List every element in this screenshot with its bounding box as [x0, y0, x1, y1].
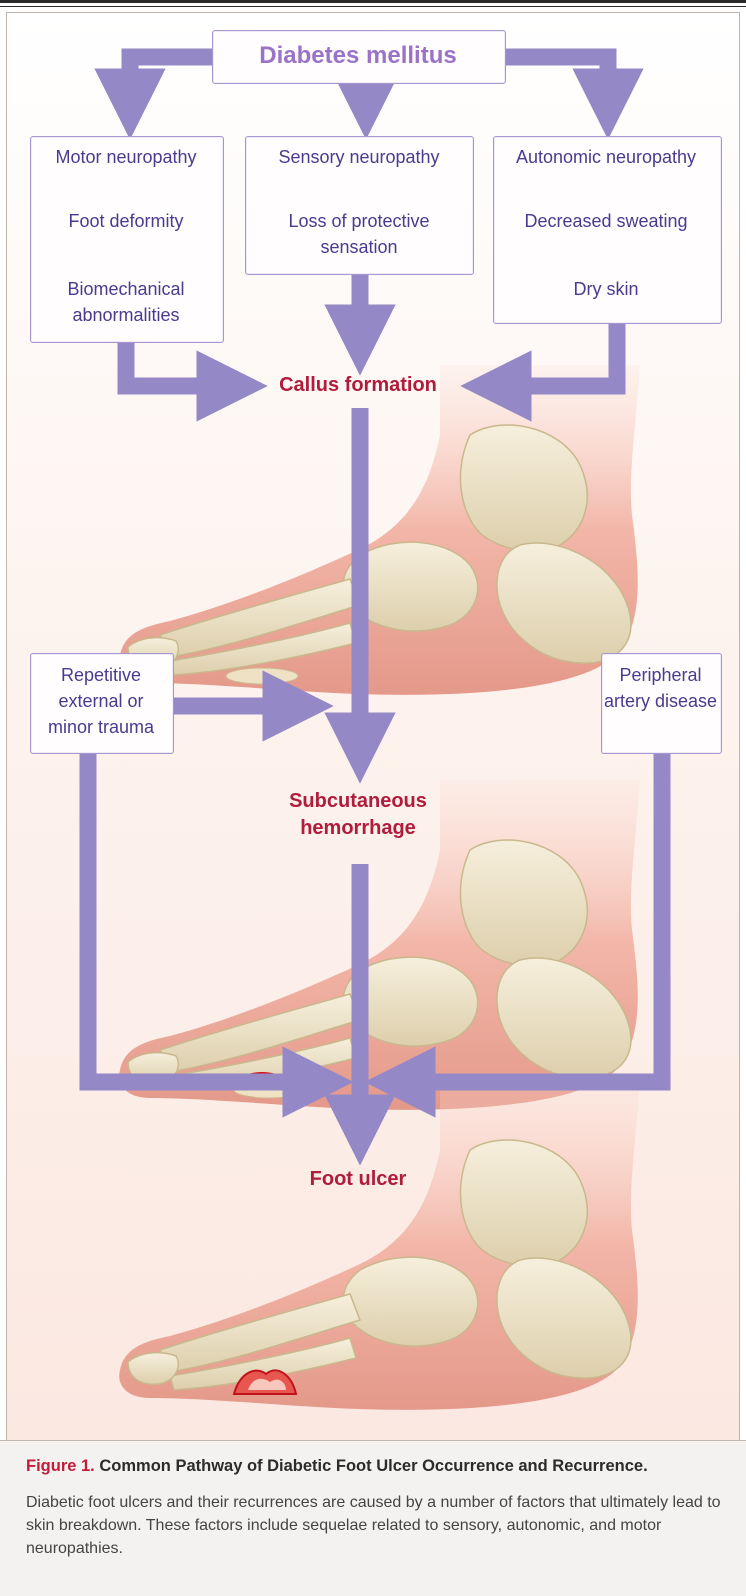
caption-body: Diabetic foot ulcers and their recurrenc…	[26, 1491, 726, 1560]
sensory-step-loss-of-sensation: Loss of protective sensation	[259, 208, 459, 260]
motor-step-biomechanical: Biomechanical abnormalities	[26, 276, 226, 328]
figure-label: Figure 1.	[26, 1457, 95, 1475]
figure-caption: Figure 1. Common Pathway of Diabetic Foo…	[0, 1440, 746, 1596]
sensory-neuropathy-title: Sensory neuropathy	[259, 144, 459, 170]
diabetes-title: Diabetes mellitus	[212, 42, 504, 70]
motor-step-foot-deformity: Foot deformity	[26, 208, 226, 234]
stage-callus-formation: Callus formation	[258, 372, 458, 399]
arrow-dm-autonomic	[506, 57, 608, 104]
foot-illustration-ulcer	[119, 1080, 640, 1410]
foot-illustration-callus	[119, 365, 640, 695]
autonomic-step-decreased-sweating: Decreased sweating	[506, 208, 706, 234]
stage-foot-ulcer: Foot ulcer	[278, 1166, 438, 1193]
caption-title-line: Figure 1. Common Pathway of Diabetic Foo…	[26, 1457, 648, 1476]
autonomic-step-dry-skin: Dry skin	[506, 276, 706, 302]
trauma-label: Repetitive external or minor trauma	[34, 662, 168, 740]
stage-subcutaneous-hemorrhage: Subcutaneous hemorrhage	[278, 788, 438, 842]
caption-title: Common Pathway of Diabetic Foot Ulcer Oc…	[99, 1457, 647, 1475]
motor-neuropathy-title: Motor neuropathy	[26, 144, 226, 170]
arrow-dm-motor	[130, 57, 213, 104]
pad-label: Peripheral artery disease	[603, 662, 718, 714]
arrow-motor-callus	[126, 342, 232, 386]
autonomic-neuropathy-title: Autonomic neuropathy	[506, 144, 706, 170]
